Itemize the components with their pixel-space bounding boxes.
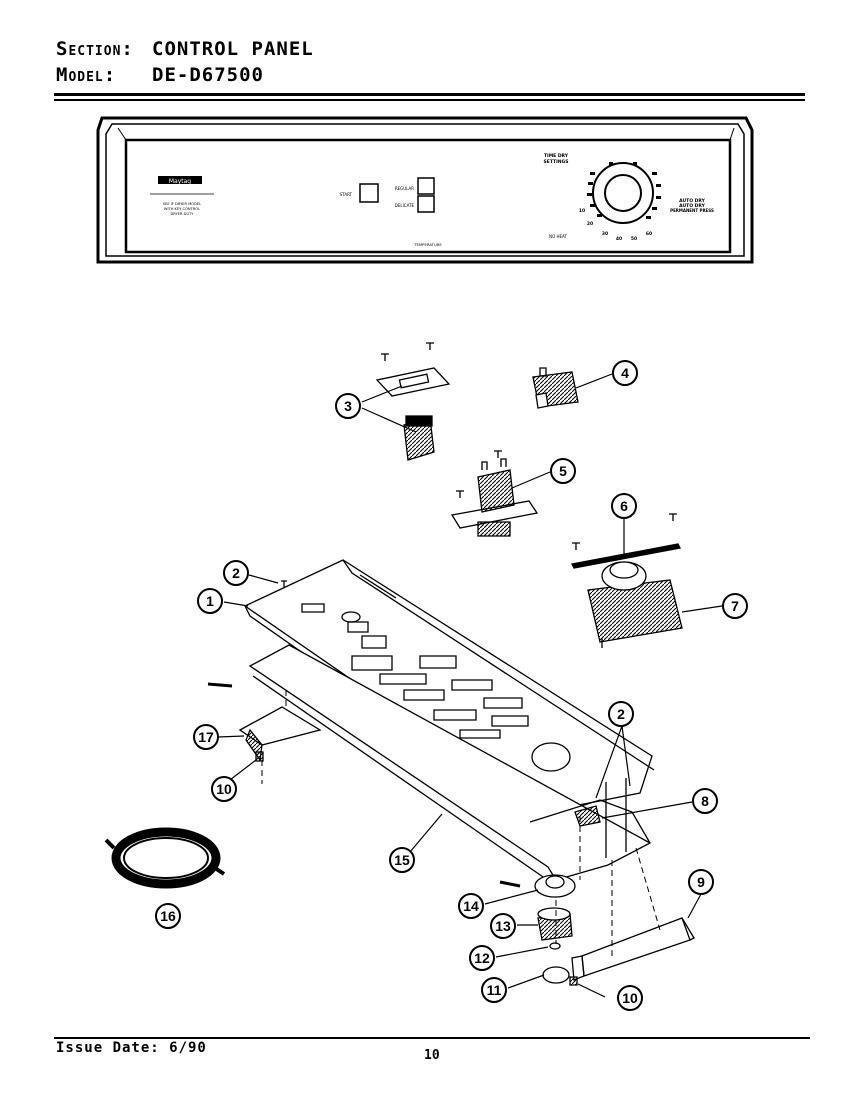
issue-date: Issue Date: 6/90	[56, 1040, 207, 1056]
side-note-line3: DRYER DUTY	[171, 212, 195, 216]
side-note-line2: WITH KEY CONTROL	[164, 207, 200, 211]
regular-label: REGULAR	[395, 186, 414, 191]
callout-14: 14	[458, 893, 484, 919]
model-heading: Model: DE-D67500	[56, 64, 264, 86]
svg-text:17: 17	[198, 729, 214, 745]
callout-6: 6	[611, 493, 637, 519]
brand-text: Maytag	[169, 178, 191, 185]
svg-text:7: 7	[731, 598, 739, 614]
callout-13: 13	[490, 913, 516, 939]
part-14-bezel	[499, 874, 576, 898]
svg-text:10: 10	[216, 781, 232, 797]
svg-text:3: 3	[344, 398, 352, 414]
section-value: CONTROL PANEL	[152, 38, 314, 60]
start-label: START	[340, 192, 353, 197]
callout-2: 2	[608, 701, 634, 727]
callout-3: 3	[335, 393, 361, 419]
callout-17: 17	[193, 724, 219, 750]
callout-4: 4	[612, 360, 638, 386]
parts	[104, 342, 695, 986]
dial-number-20: 20	[587, 221, 593, 227]
control-panel-front: Maytag SEE IF DRYER MODEL WITH KEY CONTR…	[96, 116, 754, 264]
dial-number-10: 10	[579, 208, 585, 214]
callout-7: 7	[722, 593, 748, 619]
no-heat-label: NO HEAT	[549, 234, 567, 239]
page-number: 10	[424, 1048, 440, 1063]
callout-5: 5	[550, 458, 576, 484]
callout-8: 8	[692, 788, 718, 814]
callout-2: 2	[223, 560, 249, 586]
maytag-logo	[158, 176, 202, 184]
header-rule-bottom	[54, 99, 805, 101]
model-value: DE-D67500	[152, 64, 264, 86]
part-3-switch-bracket	[375, 367, 451, 461]
svg-text:4: 4	[621, 365, 629, 381]
part-9-bracket	[571, 917, 695, 981]
part-7-timer	[587, 561, 683, 648]
svg-text:15: 15	[394, 852, 410, 868]
regular-button	[417, 177, 435, 195]
part-4-relay	[532, 367, 579, 409]
section-heading: Section: CONTROL PANEL	[56, 38, 314, 60]
svg-text:14: 14	[463, 898, 479, 914]
svg-text:5: 5	[559, 463, 567, 479]
callout-leaders	[217, 373, 723, 998]
model-key: Model:	[56, 64, 117, 86]
delicate-label: DELICATE	[395, 203, 415, 208]
svg-text:1: 1	[206, 593, 214, 609]
dial-right-line3: PERMANENT PRESS	[670, 208, 714, 213]
part-5-switch	[450, 458, 539, 537]
callout-1: 1	[197, 588, 223, 614]
callout-10: 10	[211, 776, 237, 802]
svg-text:16: 16	[160, 908, 176, 924]
callout-11: 11	[481, 977, 507, 1003]
dial-number-40: 40	[616, 236, 622, 242]
svg-text:2: 2	[617, 706, 625, 722]
svg-text:10: 10	[622, 990, 638, 1006]
section-key: Section:	[56, 38, 134, 60]
dial-number-50: 50	[631, 236, 637, 242]
dial-title-line1: TIME DRY	[544, 153, 569, 159]
callout-16: 16	[155, 903, 181, 929]
assembly-guides	[261, 690, 661, 960]
callout-9: 9	[688, 869, 714, 895]
side-note-line1: SEE IF DRYER MODEL	[163, 202, 201, 206]
dial-title-line2: SETTINGS	[544, 159, 569, 165]
svg-text:11: 11	[487, 982, 502, 998]
svg-text:9: 9	[697, 874, 705, 890]
dial-number-30: 30	[602, 231, 608, 237]
part-13-knob	[537, 907, 573, 941]
svg-text:8: 8	[701, 793, 709, 809]
svg-text:13: 13	[495, 918, 511, 934]
part-15-front-bracket	[248, 644, 652, 881]
part-8-clip	[574, 805, 601, 827]
delicate-button	[417, 195, 435, 213]
part-6-strap	[571, 543, 681, 569]
dial-right-line1: AUTO DRY	[679, 198, 705, 204]
svg-text:12: 12	[474, 950, 490, 966]
temperature-label: TEMPERATURE	[413, 242, 442, 247]
dial-right-line2: AUTO DRY	[679, 203, 705, 209]
part-12-washer	[549, 942, 561, 950]
callout-10: 10	[617, 985, 643, 1011]
callout-15: 15	[389, 847, 415, 873]
svg-text:2: 2	[232, 565, 240, 581]
start-button	[359, 183, 379, 203]
dial-number-60: 60	[646, 231, 652, 237]
part-11-cap	[542, 966, 570, 984]
callout-12: 12	[469, 945, 495, 971]
header-rule-top	[54, 93, 805, 96]
footer-rule	[54, 1037, 810, 1039]
part-16-harness	[104, 827, 226, 889]
timer-dial: TIME DRY SETTINGS 10 20 30 40 50 60 NO H…	[544, 153, 714, 242]
svg-text:6: 6	[620, 498, 628, 514]
